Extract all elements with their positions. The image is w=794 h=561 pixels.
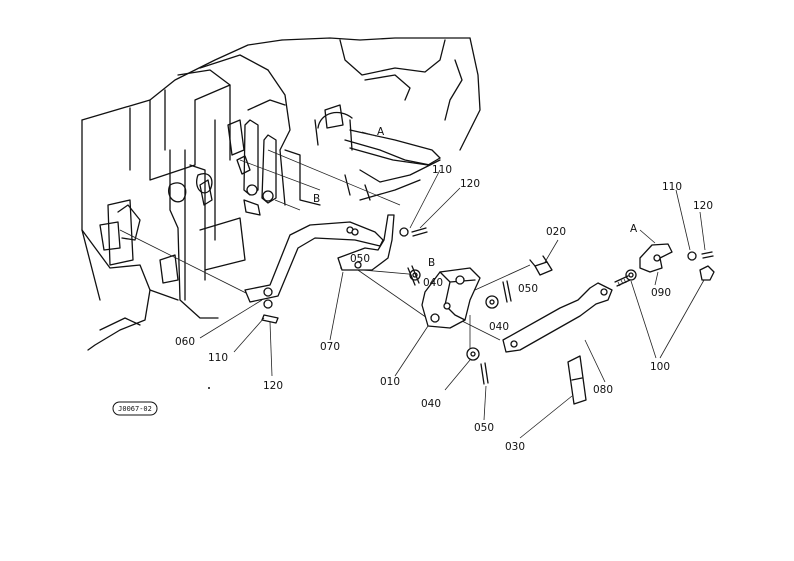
part-100-nut-b	[699, 265, 715, 281]
threaded-rod	[614, 275, 631, 287]
part-050-pin-a	[407, 265, 420, 286]
label-040-a: 040	[423, 277, 443, 289]
label-100: 100	[650, 361, 670, 373]
drawing-code: J0067-02	[118, 405, 152, 413]
part-120-pin-b	[411, 227, 428, 237]
part-040-washer-c	[466, 347, 480, 361]
label-110-c: 110	[662, 181, 682, 193]
part-010-bracket	[421, 267, 481, 329]
shift-linkage-rods	[236, 119, 277, 216]
part-labels: 060 110 120 070 050 040 010 040 050 030 …	[175, 126, 713, 453]
label-110-a: 110	[208, 352, 228, 364]
label-120-b: 120	[460, 178, 480, 190]
part-110-washer-c	[687, 251, 697, 261]
part-070-arm	[337, 214, 395, 271]
part-020-bolt	[529, 255, 553, 276]
leader-lines	[199, 131, 706, 439]
part-110-washer-b	[399, 227, 409, 237]
label-110-b: 110	[432, 164, 452, 176]
part-040-washer-b	[485, 295, 499, 309]
part-090-clevis	[639, 243, 673, 273]
ref-label-b1: B	[313, 193, 320, 205]
part-050-pin-c	[480, 362, 489, 385]
ref-label-a2: A	[630, 223, 638, 235]
label-050-c: 050	[474, 422, 494, 434]
label-090: 090	[651, 287, 671, 299]
engine-block	[281, 37, 481, 206]
label-120-a: 120	[263, 380, 283, 392]
label-020: 020	[546, 226, 566, 238]
label-080: 080	[593, 384, 613, 396]
part-110-washer-a	[263, 299, 273, 309]
label-060: 060	[175, 336, 195, 348]
part-080-lever	[502, 282, 613, 353]
part-120-pin-c	[701, 251, 714, 259]
ref-label-a1: A	[377, 126, 385, 138]
label-120-c: 120	[693, 200, 713, 212]
label-070: 070	[320, 341, 340, 353]
drawing-code-tag: J0067-02	[112, 401, 158, 416]
label-030: 030	[505, 441, 525, 453]
transmission-housing	[81, 39, 291, 351]
ref-label-b2: B	[428, 257, 435, 269]
label-040-b: 040	[421, 398, 441, 410]
label-050-a: 050	[350, 253, 370, 265]
label-010: 010	[380, 376, 400, 388]
part-030-plate	[567, 355, 587, 405]
part-050-pin-b	[502, 280, 512, 303]
part-100-nut-a	[625, 269, 637, 281]
label-050-b: 050	[518, 283, 538, 295]
part-120-pin-a	[261, 314, 279, 324]
label-040-c: 040	[489, 321, 509, 333]
